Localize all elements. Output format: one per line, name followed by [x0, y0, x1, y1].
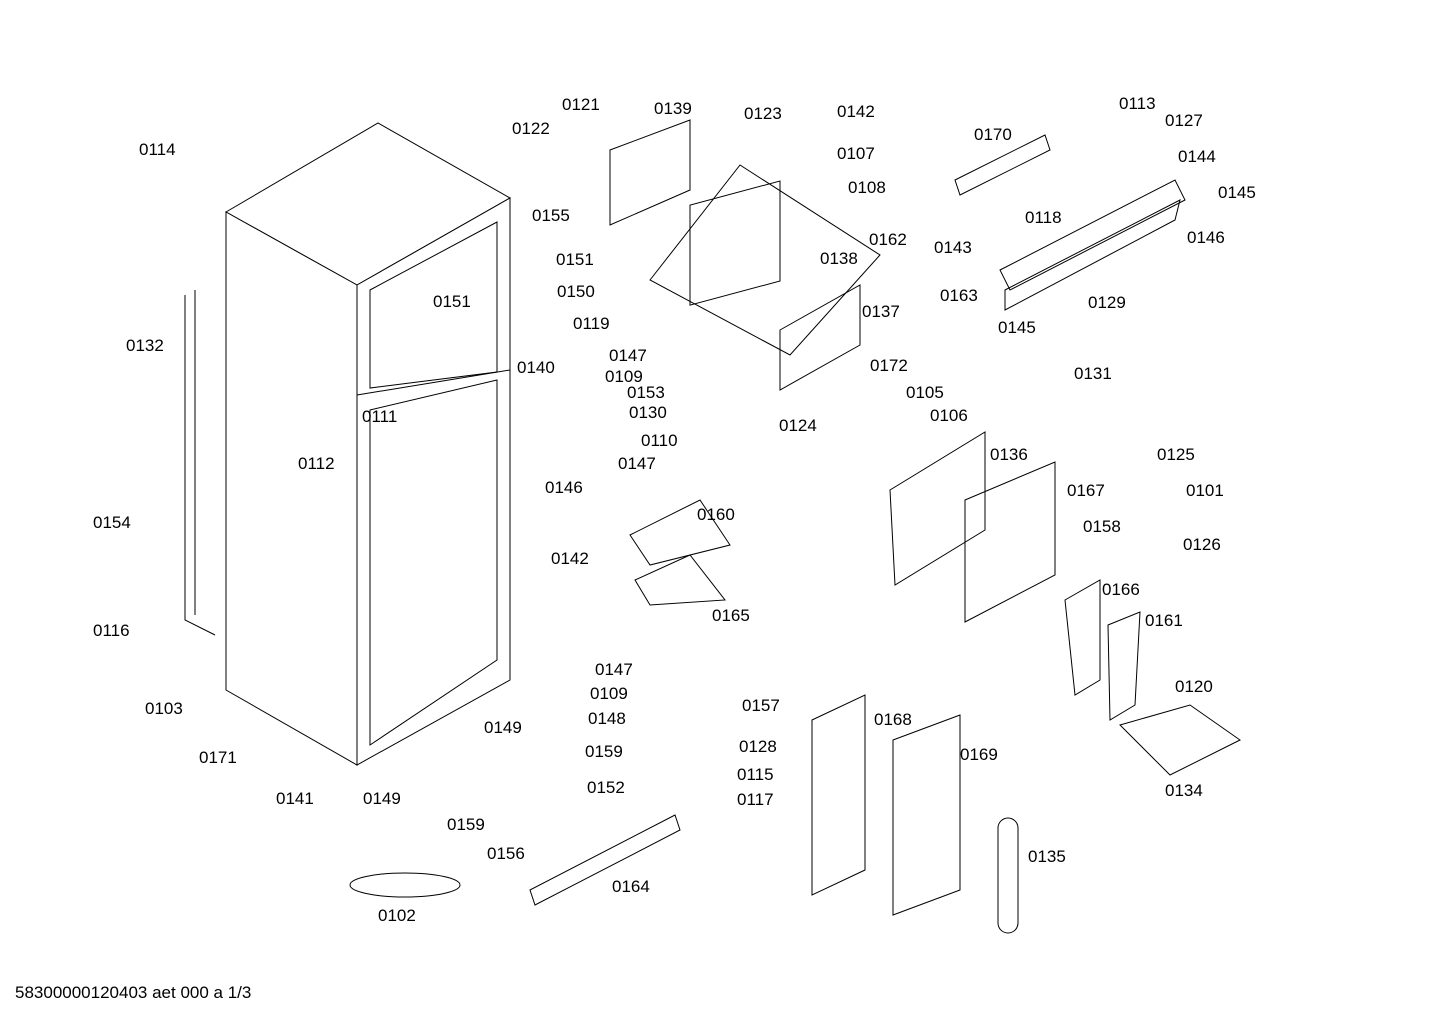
part-callout-label[interactable]: 0147 [609, 346, 647, 365]
part-callout-label[interactable]: 0124 [779, 416, 817, 435]
part-callout-label[interactable]: 0127 [1165, 111, 1203, 130]
part-callout-label[interactable]: 0129 [1088, 293, 1126, 312]
part-callout-label[interactable]: 0146 [545, 478, 583, 497]
part-callout-label[interactable]: 0145 [1218, 183, 1256, 202]
part-callout-label[interactable]: 0109 [590, 684, 628, 703]
part-callout-label[interactable]: 0159 [585, 742, 623, 761]
part-callout-label[interactable]: 0123 [744, 104, 782, 123]
part-callout-label[interactable]: 0158 [1083, 517, 1121, 536]
fan-cover [889, 431, 1056, 623]
part-callout-label[interactable]: 0162 [869, 230, 907, 249]
part-callout-label[interactable]: 0161 [1145, 611, 1183, 630]
part-callout-label[interactable]: 0143 [934, 238, 972, 257]
part-callout-label[interactable]: 0131 [1074, 364, 1112, 383]
part-callout-label[interactable]: 0171 [199, 748, 237, 767]
part-callout-label[interactable]: 0165 [712, 606, 750, 625]
part-callout-label[interactable]: 0121 [562, 95, 600, 114]
drawers-0160-0165 [629, 499, 731, 606]
part-callout-label[interactable]: 0139 [654, 99, 692, 118]
diagram-footer: 58300000120403 aet 000 a 1/3 [15, 983, 252, 1002]
part-callout-label[interactable]: 0136 [990, 445, 1028, 464]
part-callout-label[interactable]: 0153 [627, 383, 665, 402]
part-callout-label[interactable]: 0117 [737, 790, 774, 809]
part-callout-label[interactable]: 0169 [960, 745, 998, 764]
part-callout-label[interactable]: 0108 [848, 178, 886, 197]
part-callout-label[interactable]: 0156 [487, 844, 525, 863]
part-callout-label[interactable]: 0163 [940, 286, 978, 305]
part-callout-label[interactable]: 0145 [998, 318, 1036, 337]
part-callout-label[interactable]: 0148 [588, 709, 626, 728]
part-callout-label[interactable]: 0105 [906, 383, 944, 402]
part-callout-label[interactable]: 0134 [1165, 781, 1203, 800]
part-callout-label[interactable]: 0107 [837, 144, 875, 163]
part-callout-label[interactable]: 0114 [139, 140, 176, 159]
base-cover [529, 814, 681, 906]
part-callout-label[interactable]: 0144 [1178, 147, 1216, 166]
part-callout-label[interactable]: 0166 [1102, 580, 1140, 599]
part-callout-label[interactable]: 0125 [1157, 445, 1195, 464]
part-callout-label[interactable]: 0151 [556, 250, 594, 269]
part-callout-label[interactable]: 0122 [512, 119, 550, 138]
part-callout-label[interactable]: 0128 [739, 737, 777, 756]
part-callout-label[interactable]: 0109 [605, 367, 643, 386]
part-callout-label[interactable]: 0138 [820, 249, 858, 268]
part-callout-label[interactable]: 0149 [484, 718, 522, 737]
part-callout-label[interactable]: 0118 [1025, 208, 1062, 227]
part-callout-label[interactable]: 0137 [862, 302, 900, 321]
bracket-0139 [609, 119, 691, 226]
part-callout-label[interactable]: 0141 [276, 789, 314, 808]
part-callout-label[interactable]: 0159 [447, 815, 485, 834]
refrigerator-cabinet [184, 122, 512, 766]
part-callout-label[interactable]: 0111 [362, 407, 398, 426]
part-callout-label[interactable]: 0164 [612, 877, 650, 896]
part-callout-label[interactable]: 0126 [1183, 535, 1221, 554]
part-callout-label[interactable]: 0168 [874, 710, 912, 729]
part-callout-label[interactable]: 0167 [1067, 481, 1105, 500]
door-liners [811, 694, 1019, 934]
part-callout-label[interactable]: 0142 [551, 549, 589, 568]
part-callout-label[interactable]: 0157 [742, 696, 780, 715]
part-callout-label[interactable]: 0135 [1028, 847, 1066, 866]
part-callout-label[interactable]: 0116 [93, 621, 130, 640]
part-callout-label[interactable]: 0106 [930, 406, 968, 425]
control-panel [954, 134, 1186, 311]
cable [349, 872, 461, 898]
part-callout-label[interactable]: 0172 [870, 356, 908, 375]
part-callout-label[interactable]: 0132 [126, 336, 164, 355]
part-callout-label[interactable]: 0146 [1187, 228, 1225, 247]
part-callout-label[interactable]: 0147 [618, 454, 656, 473]
part-callout-label[interactable]: 0119 [573, 314, 610, 333]
part-callout-label[interactable]: 0113 [1119, 94, 1156, 113]
part-callout-label[interactable]: 0103 [145, 699, 183, 718]
part-callout-label[interactable]: 0110 [641, 431, 678, 450]
part-callout-label[interactable]: 0112 [298, 454, 335, 473]
part-callout-label[interactable]: 0142 [837, 102, 875, 121]
part-callout-label[interactable]: 0147 [595, 660, 633, 679]
air-ducts [1064, 579, 1241, 776]
part-callout-label[interactable]: 0160 [697, 505, 735, 524]
part-callout-label[interactable]: 0130 [629, 403, 667, 422]
part-callout-label[interactable]: 0115 [737, 765, 774, 784]
part-callout-label[interactable]: 0140 [517, 358, 555, 377]
part-callout-label[interactable]: 0149 [363, 789, 401, 808]
part-callout-label[interactable]: 0102 [378, 906, 416, 925]
part-callout-label[interactable]: 0170 [974, 125, 1012, 144]
part-callout-label[interactable]: 0152 [587, 778, 625, 797]
evaporator [649, 164, 881, 391]
part-callout-label[interactable]: 0120 [1175, 677, 1213, 696]
part-callout-label[interactable]: 0101 [1186, 481, 1224, 500]
part-callout-label[interactable]: 0154 [93, 513, 131, 532]
part-callout-label[interactable]: 0151 [433, 292, 471, 311]
part-callout-label[interactable]: 0150 [557, 282, 595, 301]
part-callout-label[interactable]: 0155 [532, 206, 570, 225]
